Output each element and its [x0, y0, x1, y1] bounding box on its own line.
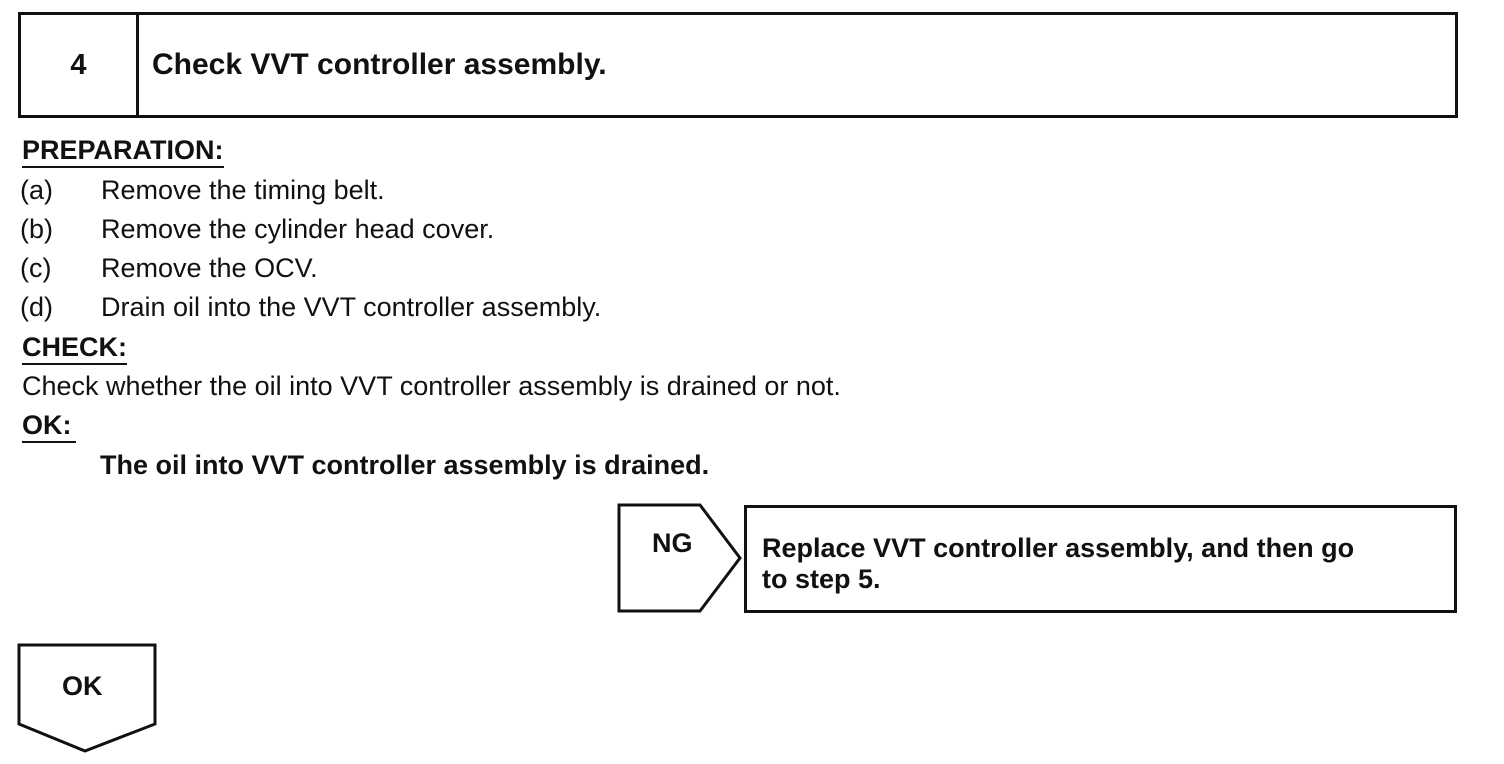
preparation-item-d: (d) Drain oil into the VVT controller ass… — [20, 294, 601, 321]
ok-label: OK — [62, 671, 103, 701]
item-text: Drain oil into the VVT controller assemb… — [101, 292, 602, 322]
ng-arrow-shape — [617, 503, 742, 613]
step-header: 4 Check VVT controller assembly. — [18, 12, 1458, 118]
ok-criteria: The oil into VVT controller assembly is … — [100, 450, 710, 480]
item-marker: (a) — [20, 175, 53, 205]
item-text: Remove the OCV. — [101, 253, 318, 283]
preparation-heading: PREPARATION: — [22, 137, 224, 168]
item-marker: (d) — [20, 292, 53, 322]
item-marker: (c) — [20, 253, 52, 283]
item-marker: (b) — [20, 214, 53, 244]
step-number: 4 — [21, 15, 139, 115]
item-text: Remove the timing belt. — [101, 175, 385, 205]
step-title: Check VVT controller assembly. — [152, 48, 607, 81]
ng-action-line1: Replace VVT controller assembly, and the… — [762, 533, 1355, 563]
preparation-item-c: (c) Remove the OCV. — [20, 255, 318, 282]
check-heading: CHECK: — [22, 334, 127, 365]
preparation-item-b: (b) Remove the cylinder head cover. — [20, 216, 494, 243]
ng-label: NG — [652, 528, 693, 558]
ok-heading: OK: — [22, 412, 76, 443]
ng-action-box: Replace VVT controller assembly, and the… — [744, 505, 1457, 613]
ok-arrow-shape — [17, 643, 157, 753]
item-text: Remove the cylinder head cover. — [101, 214, 495, 244]
preparation-item-a: (a) Remove the timing belt. — [20, 177, 385, 204]
ng-action-line2: to step 5. — [762, 564, 881, 594]
check-text: Check whether the oil into VVT controlle… — [22, 371, 841, 401]
